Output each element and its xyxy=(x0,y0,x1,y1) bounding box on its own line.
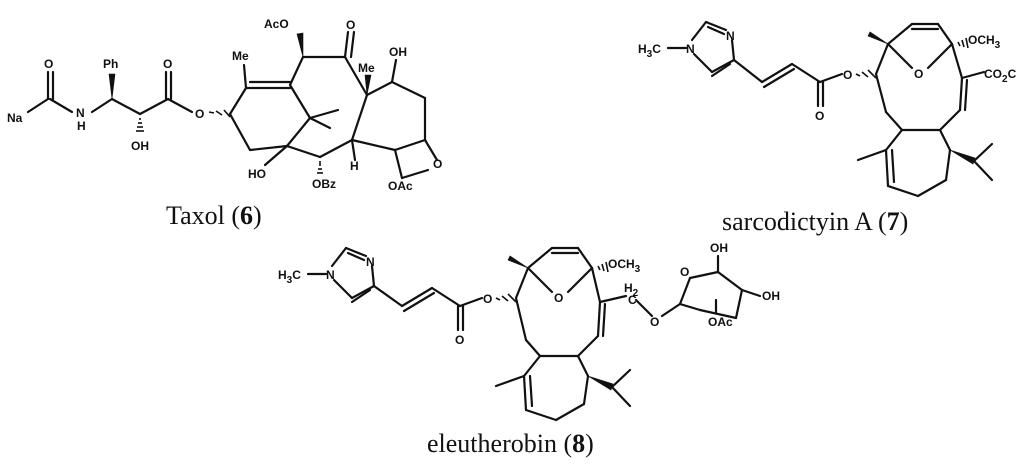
taxol-atom-h-of-nh: H xyxy=(77,119,86,133)
eleutherobin-atom-oac: OAc xyxy=(708,315,733,329)
taxol-atom-o-oxetane: O xyxy=(433,157,442,171)
sarcodictyin-caption-number: 7 xyxy=(887,207,900,236)
taxol-atom-oac-bottom: OAc xyxy=(388,179,413,193)
taxol-caption-number: 6 xyxy=(240,201,253,230)
taxol-caption-name: Taxol xyxy=(166,201,225,230)
eleutherobin-caption-number: 8 xyxy=(572,429,585,458)
taxol-atom-o-carbonyl-1: O xyxy=(44,57,53,71)
sarcodictyin-atom-co2c: CO2C xyxy=(984,67,1017,85)
eleutherobin-atom-oh-right: OH xyxy=(762,289,780,303)
eleutherobin-atom-o-sugar-ring: O xyxy=(680,265,689,279)
taxol-ring-bonds xyxy=(208,30,439,180)
taxol-atom-oh-right: OH xyxy=(389,45,407,59)
sarcodictyin-atom-o-ester: O xyxy=(843,68,852,82)
taxol-atom-na: Na xyxy=(7,111,23,125)
eleutherobin-atom-o-carbonyl: O xyxy=(455,333,464,347)
sarcodictyin-atom-n-ring: N xyxy=(726,29,735,43)
eleutherobin-structure: H3C N N O O O OCH3 H2 C O O OH OH OAc el… xyxy=(278,241,780,458)
eleutherobin-atom-o-bridge: O xyxy=(554,291,563,305)
taxol-atom-me-1: Me xyxy=(232,49,249,63)
sarcodictyin-bonds xyxy=(666,20,994,198)
taxol-atom-o-ketone: O xyxy=(346,18,355,32)
eleutherobin-atom-oh-top: OH xyxy=(710,241,728,255)
taxol-atom-labels: Na O N H Ph O OH O Me AcO O Me OH HO OBz… xyxy=(7,17,442,193)
sarcodictyin-atom-n-methyl: N xyxy=(686,42,695,56)
sarcodictyin-structure: H3C N N O O O OCH3 CO2C sarcodictyin A (… xyxy=(638,20,1017,236)
taxol-side-chain-bonds xyxy=(26,70,194,132)
sarcodictyin-atom-h3c: H3C xyxy=(638,42,661,60)
eleutherobin-atom-labels: H3C N N O O O OCH3 H2 C O O OH OH OAc xyxy=(278,241,780,347)
eleutherobin-atom-h2c: H2 xyxy=(624,281,639,299)
taxol-atom-h-ring: H xyxy=(350,159,359,173)
taxol-structure: Na O N H Ph O OH O Me AcO O Me OH HO OBz… xyxy=(7,17,442,230)
taxol-atom-n: N xyxy=(76,106,85,120)
eleutherobin-atom-o-glyco: O xyxy=(650,315,659,329)
eleutherobin-caption: eleutherobin (8) xyxy=(427,429,594,458)
taxol-atom-aco-top: AcO xyxy=(264,17,289,31)
taxol-atom-ho-bottom: HO xyxy=(248,167,266,181)
sarcodictyin-caption: sarcodictyin A (7) xyxy=(722,207,908,236)
taxol-atom-o-ester: O xyxy=(195,107,204,121)
eleutherobin-atom-n-ring: N xyxy=(366,255,375,269)
eleutherobin-atom-ome: OCH3 xyxy=(608,257,641,275)
taxol-atom-oh-side: OH xyxy=(131,139,149,153)
sarcodictyin-atom-o-bridge: O xyxy=(914,67,923,81)
taxol-atom-ph: Ph xyxy=(103,57,118,71)
eleutherobin-atom-h2c-c: C xyxy=(628,293,637,307)
taxol-atom-o-carbonyl-2: O xyxy=(163,57,172,71)
taxol-atom-me-2: Me xyxy=(358,61,375,75)
sarcodictyin-atom-labels: H3C N N O O O OCH3 CO2C xyxy=(638,29,1017,123)
taxol-atom-obz: OBz xyxy=(312,177,336,191)
taxol-caption: Taxol (6) xyxy=(166,201,262,230)
eleutherobin-caption-name: eleutherobin xyxy=(427,429,557,458)
eleutherobin-atom-n-methyl: N xyxy=(326,268,335,282)
eleutherobin-atom-o-ester: O xyxy=(483,292,492,306)
sarcodictyin-atom-ome: OCH3 xyxy=(968,33,1001,51)
sarcodictyin-atom-o-carbonyl: O xyxy=(815,109,824,123)
sarcodictyin-caption-name: sarcodictyin A xyxy=(722,207,873,236)
eleutherobin-atom-h3c: H3C xyxy=(278,268,301,286)
eleutherobin-bonds xyxy=(306,246,762,422)
